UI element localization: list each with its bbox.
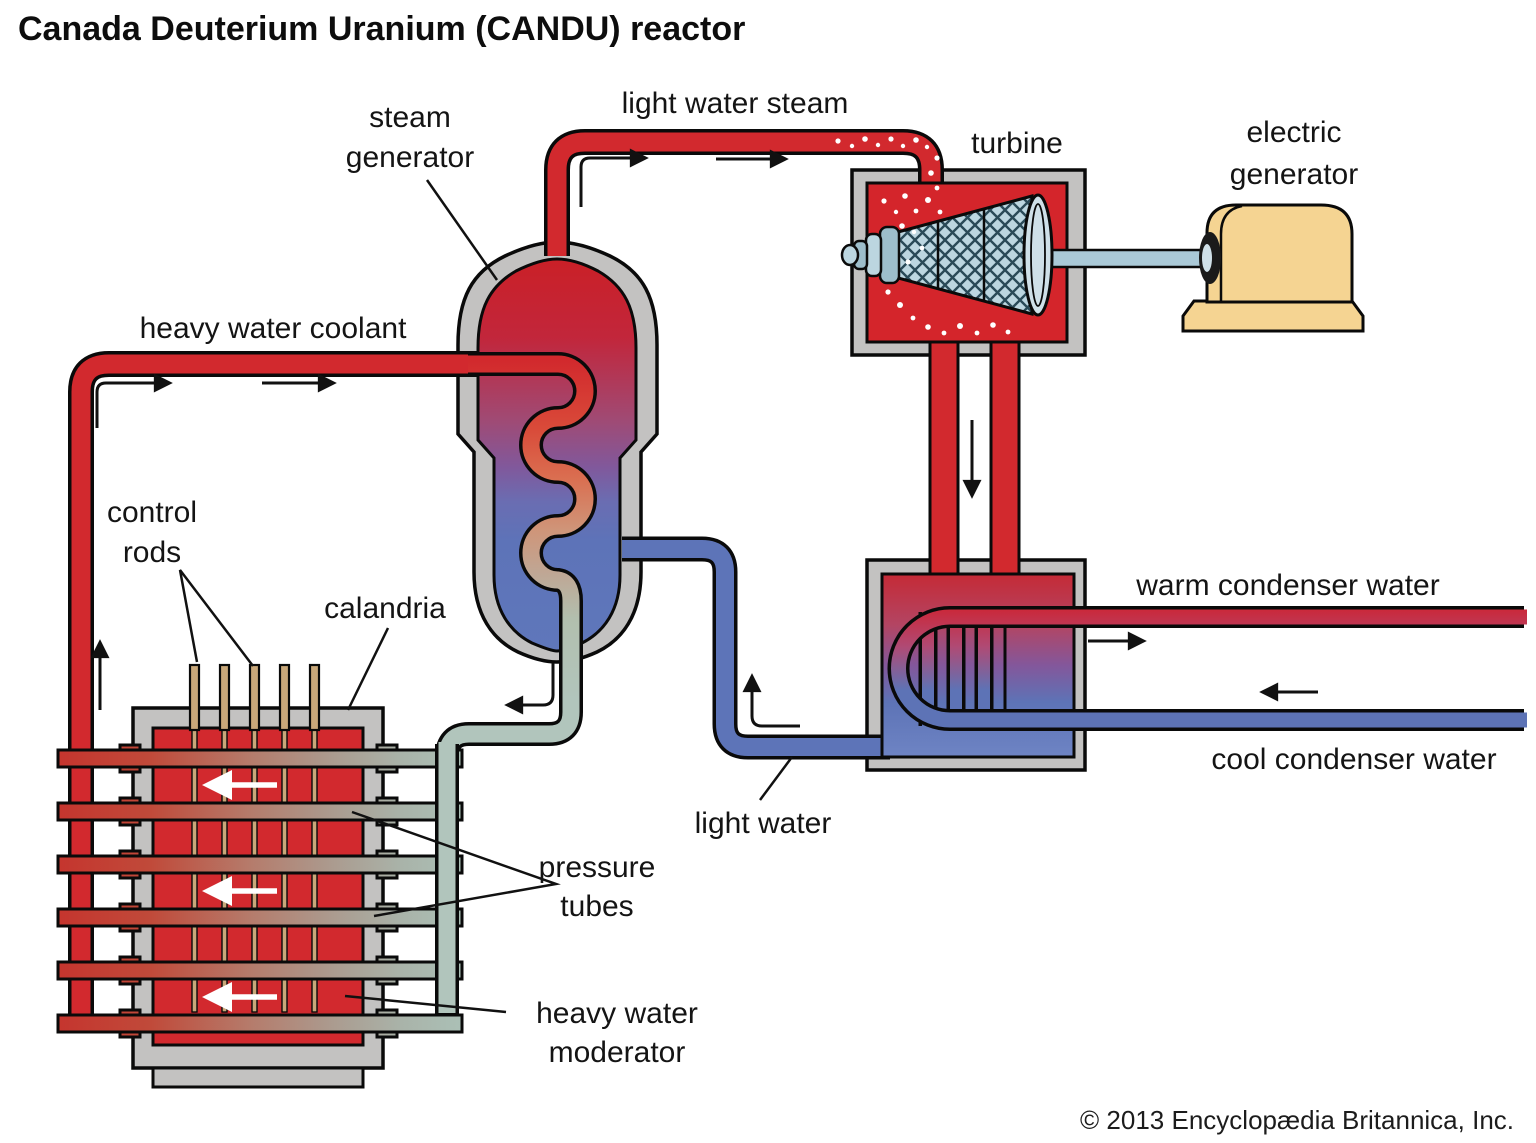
control-rods-leader [178,569,254,667]
steam-spray-dots [835,136,1011,336]
electric-generator [1181,203,1365,333]
heavy-water-coil [435,352,597,1029]
turbine-exhaust-pipe-left [928,330,960,584]
leader-lines [178,179,794,1014]
text-layer: Canada Deuterium Uranium (CANDU) reactor… [18,10,1514,1135]
label-heavy-water-moderator-2: moderator [549,1036,686,1069]
label-steam-generator-2: generator [346,141,474,174]
light-water-pipe [622,536,890,760]
label-electric-generator-2: generator [1230,158,1358,191]
light-water-leader [758,756,794,801]
flow-arrows [90,148,1318,728]
steam-generator-exit-arrow [504,663,555,715]
calandria-pedestal [151,1066,365,1089]
label-warm-condenser-water: warm condenser water [1135,569,1439,602]
label-heavy-water-coolant: heavy water coolant [140,312,407,345]
label-pressure-tubes-1: pressure [539,851,656,884]
label-turbine: turbine [971,127,1063,160]
condenser-coil [887,606,1527,731]
pressure-tubes-leader [351,810,561,918]
label-calandria: calandria [324,592,446,625]
label-pressure-tubes-2: tubes [560,890,633,923]
calandria-assembly [56,663,464,1089]
label-control-rods-2: rods [123,536,181,569]
copyright-notice: © 2013 Encyclopædia Britannica, Inc. [1080,1105,1514,1135]
light-water-up-arrow [742,673,800,728]
pressure-tubes [56,748,464,1034]
calandria-leader [346,627,390,711]
turbine-exhaust-pipe-right [989,330,1021,584]
turbine-shaft [1046,248,1210,269]
moderator-flow-arrows [202,770,277,1012]
label-cool-condenser-water: cool condenser water [1211,743,1496,776]
label-heavy-water-moderator-1: heavy water [536,997,698,1030]
label-steam-generator-1: steam [369,101,451,134]
label-light-water-steam: light water steam [622,87,849,120]
label-light-water: light water [695,807,832,840]
steam-up-right-arrow [579,148,649,207]
heavy-water-coolant-pipe [68,351,492,1031]
page-title: Canada Deuterium Uranium (CANDU) reactor [18,10,745,48]
coolant-up-right-arrow [95,373,173,428]
heavy-water-moderator-leader [344,994,507,1014]
steam-generator-leader [425,179,499,281]
label-control-rods-1: control [107,496,197,529]
label-electric-generator-1: electric [1246,116,1341,149]
light-water-steam-pipe [544,129,944,256]
turbine-rotor [840,193,1054,317]
